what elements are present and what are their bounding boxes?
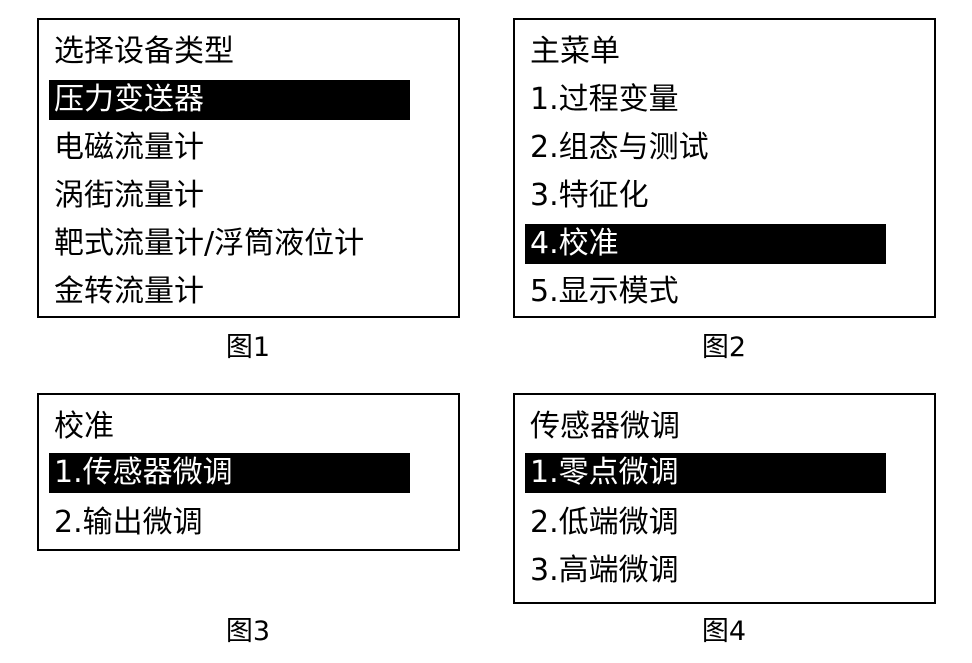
menu-item-pressure-transmitter[interactable]: 压力变送器 bbox=[49, 80, 410, 120]
menu-item-electromagnetic-flowmeter[interactable]: 电磁流量计 bbox=[54, 130, 204, 165]
device-type-menu-screen: 选择设备类型 压力变送器 电磁流量计 涡街流量计 靶式流量计/浮筒液位计 金转流… bbox=[37, 18, 460, 318]
menu-item-characterization[interactable]: 3.特征化 bbox=[530, 178, 649, 213]
menu-item-zero-trim[interactable]: 1.零点微调 bbox=[525, 453, 886, 493]
menu-item-high-trim[interactable]: 3.高端微调 bbox=[530, 553, 679, 588]
figure-caption: 图1 bbox=[225, 332, 271, 363]
menu-item-low-trim[interactable]: 2.低端微调 bbox=[530, 505, 679, 540]
menu-item-calibration[interactable]: 4.校准 bbox=[525, 224, 886, 264]
sensor-trim-menu-screen: 传感器微调 1.零点微调 2.低端微调 3.高端微调 bbox=[513, 393, 936, 604]
menu-item-vortex-flowmeter[interactable]: 涡街流量计 bbox=[54, 178, 204, 213]
menu-title: 校准 bbox=[54, 409, 114, 444]
menu-item-process-variables[interactable]: 1.过程变量 bbox=[530, 82, 679, 117]
menu-item-display-mode[interactable]: 5.显示模式 bbox=[530, 274, 679, 309]
menu-item-configuration-test[interactable]: 2.组态与测试 bbox=[530, 130, 709, 165]
figure-caption: 图3 bbox=[225, 616, 271, 647]
menu-title: 传感器微调 bbox=[530, 409, 680, 444]
figure-caption: 图4 bbox=[701, 616, 747, 647]
menu-title: 主菜单 bbox=[530, 34, 620, 69]
menu-title: 选择设备类型 bbox=[54, 34, 234, 69]
menu-item-metal-rotor-flowmeter[interactable]: 金转流量计 bbox=[54, 274, 204, 309]
calibration-menu-screen: 校准 1.传感器微调 2.输出微调 bbox=[37, 393, 460, 551]
figure-caption: 图2 bbox=[701, 332, 747, 363]
menu-item-sensor-trim[interactable]: 1.传感器微调 bbox=[49, 453, 410, 493]
main-menu-screen: 主菜单 1.过程变量 2.组态与测试 3.特征化 4.校准 5.显示模式 bbox=[513, 18, 936, 318]
menu-item-target-flowmeter-level-meter[interactable]: 靶式流量计/浮筒液位计 bbox=[54, 226, 365, 261]
menu-item-output-trim[interactable]: 2.输出微调 bbox=[54, 505, 203, 540]
